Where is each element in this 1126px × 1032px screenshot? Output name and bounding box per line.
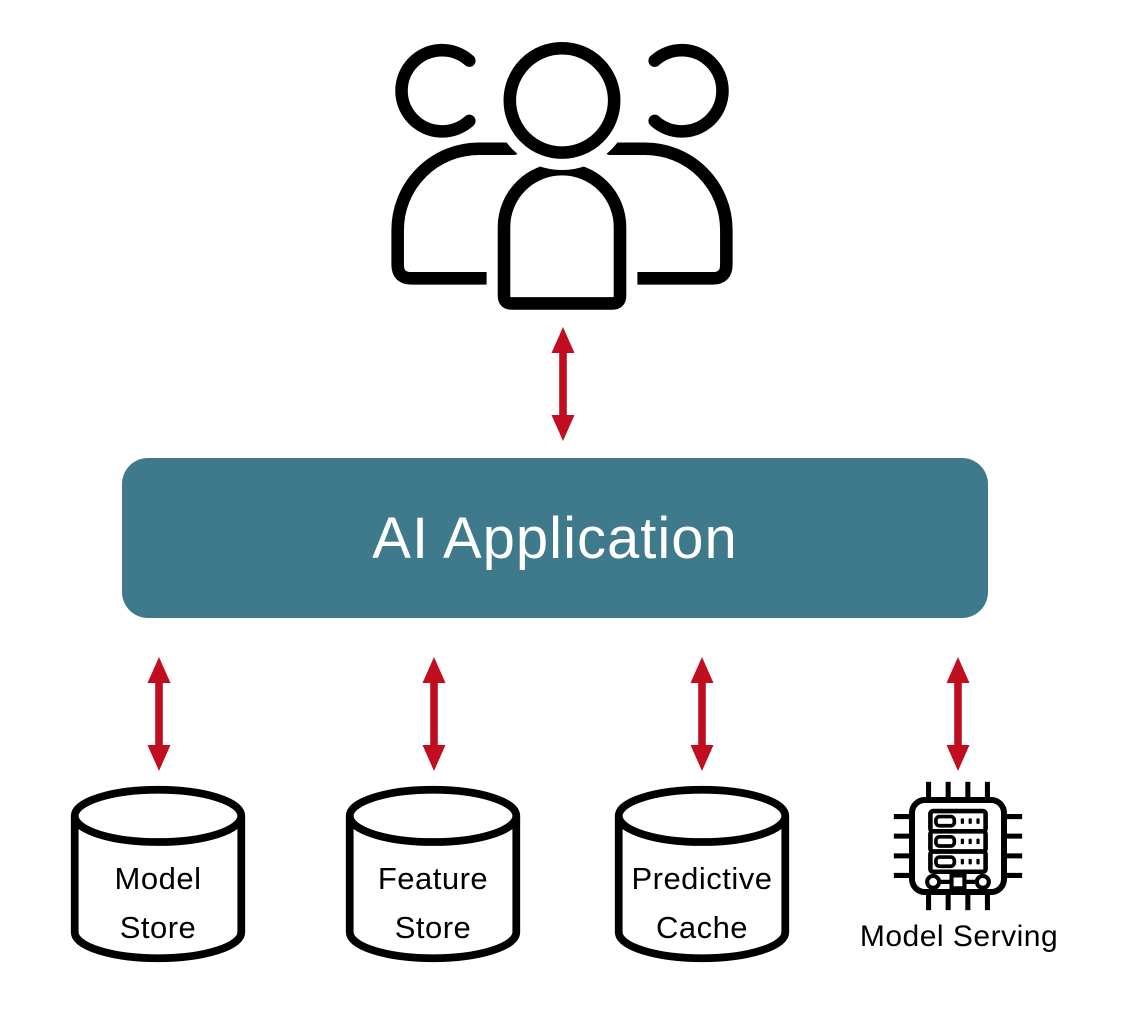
double-arrow-icon [421, 656, 447, 772]
users-icon [391, 30, 733, 312]
model-serving-label: Model Serving [859, 920, 1059, 953]
model-store-label-line2: Store [119, 910, 197, 945]
double-arrow-icon [689, 656, 715, 772]
double-arrow-icon [550, 326, 576, 442]
double-arrow-icon [945, 656, 971, 772]
model-store-label-line1: Model [114, 861, 202, 896]
feature-store-label-line1: Feature [377, 861, 489, 896]
predictive-cache-label-line2: Cache [655, 910, 749, 945]
chip-server-icon [893, 781, 1023, 911]
predictive-cache-label-line1: Predictive [631, 861, 773, 896]
ai-application-box: AI Application [122, 458, 988, 618]
feature-store-label-line2: Store [394, 910, 472, 945]
feature-store-label: Feature Store [341, 854, 525, 952]
model-store-label: Model Store [66, 854, 250, 952]
ai-application-label: AI Application [372, 505, 738, 571]
double-arrow-icon [146, 656, 172, 772]
predictive-cache-label: Predictive Cache [610, 854, 794, 952]
